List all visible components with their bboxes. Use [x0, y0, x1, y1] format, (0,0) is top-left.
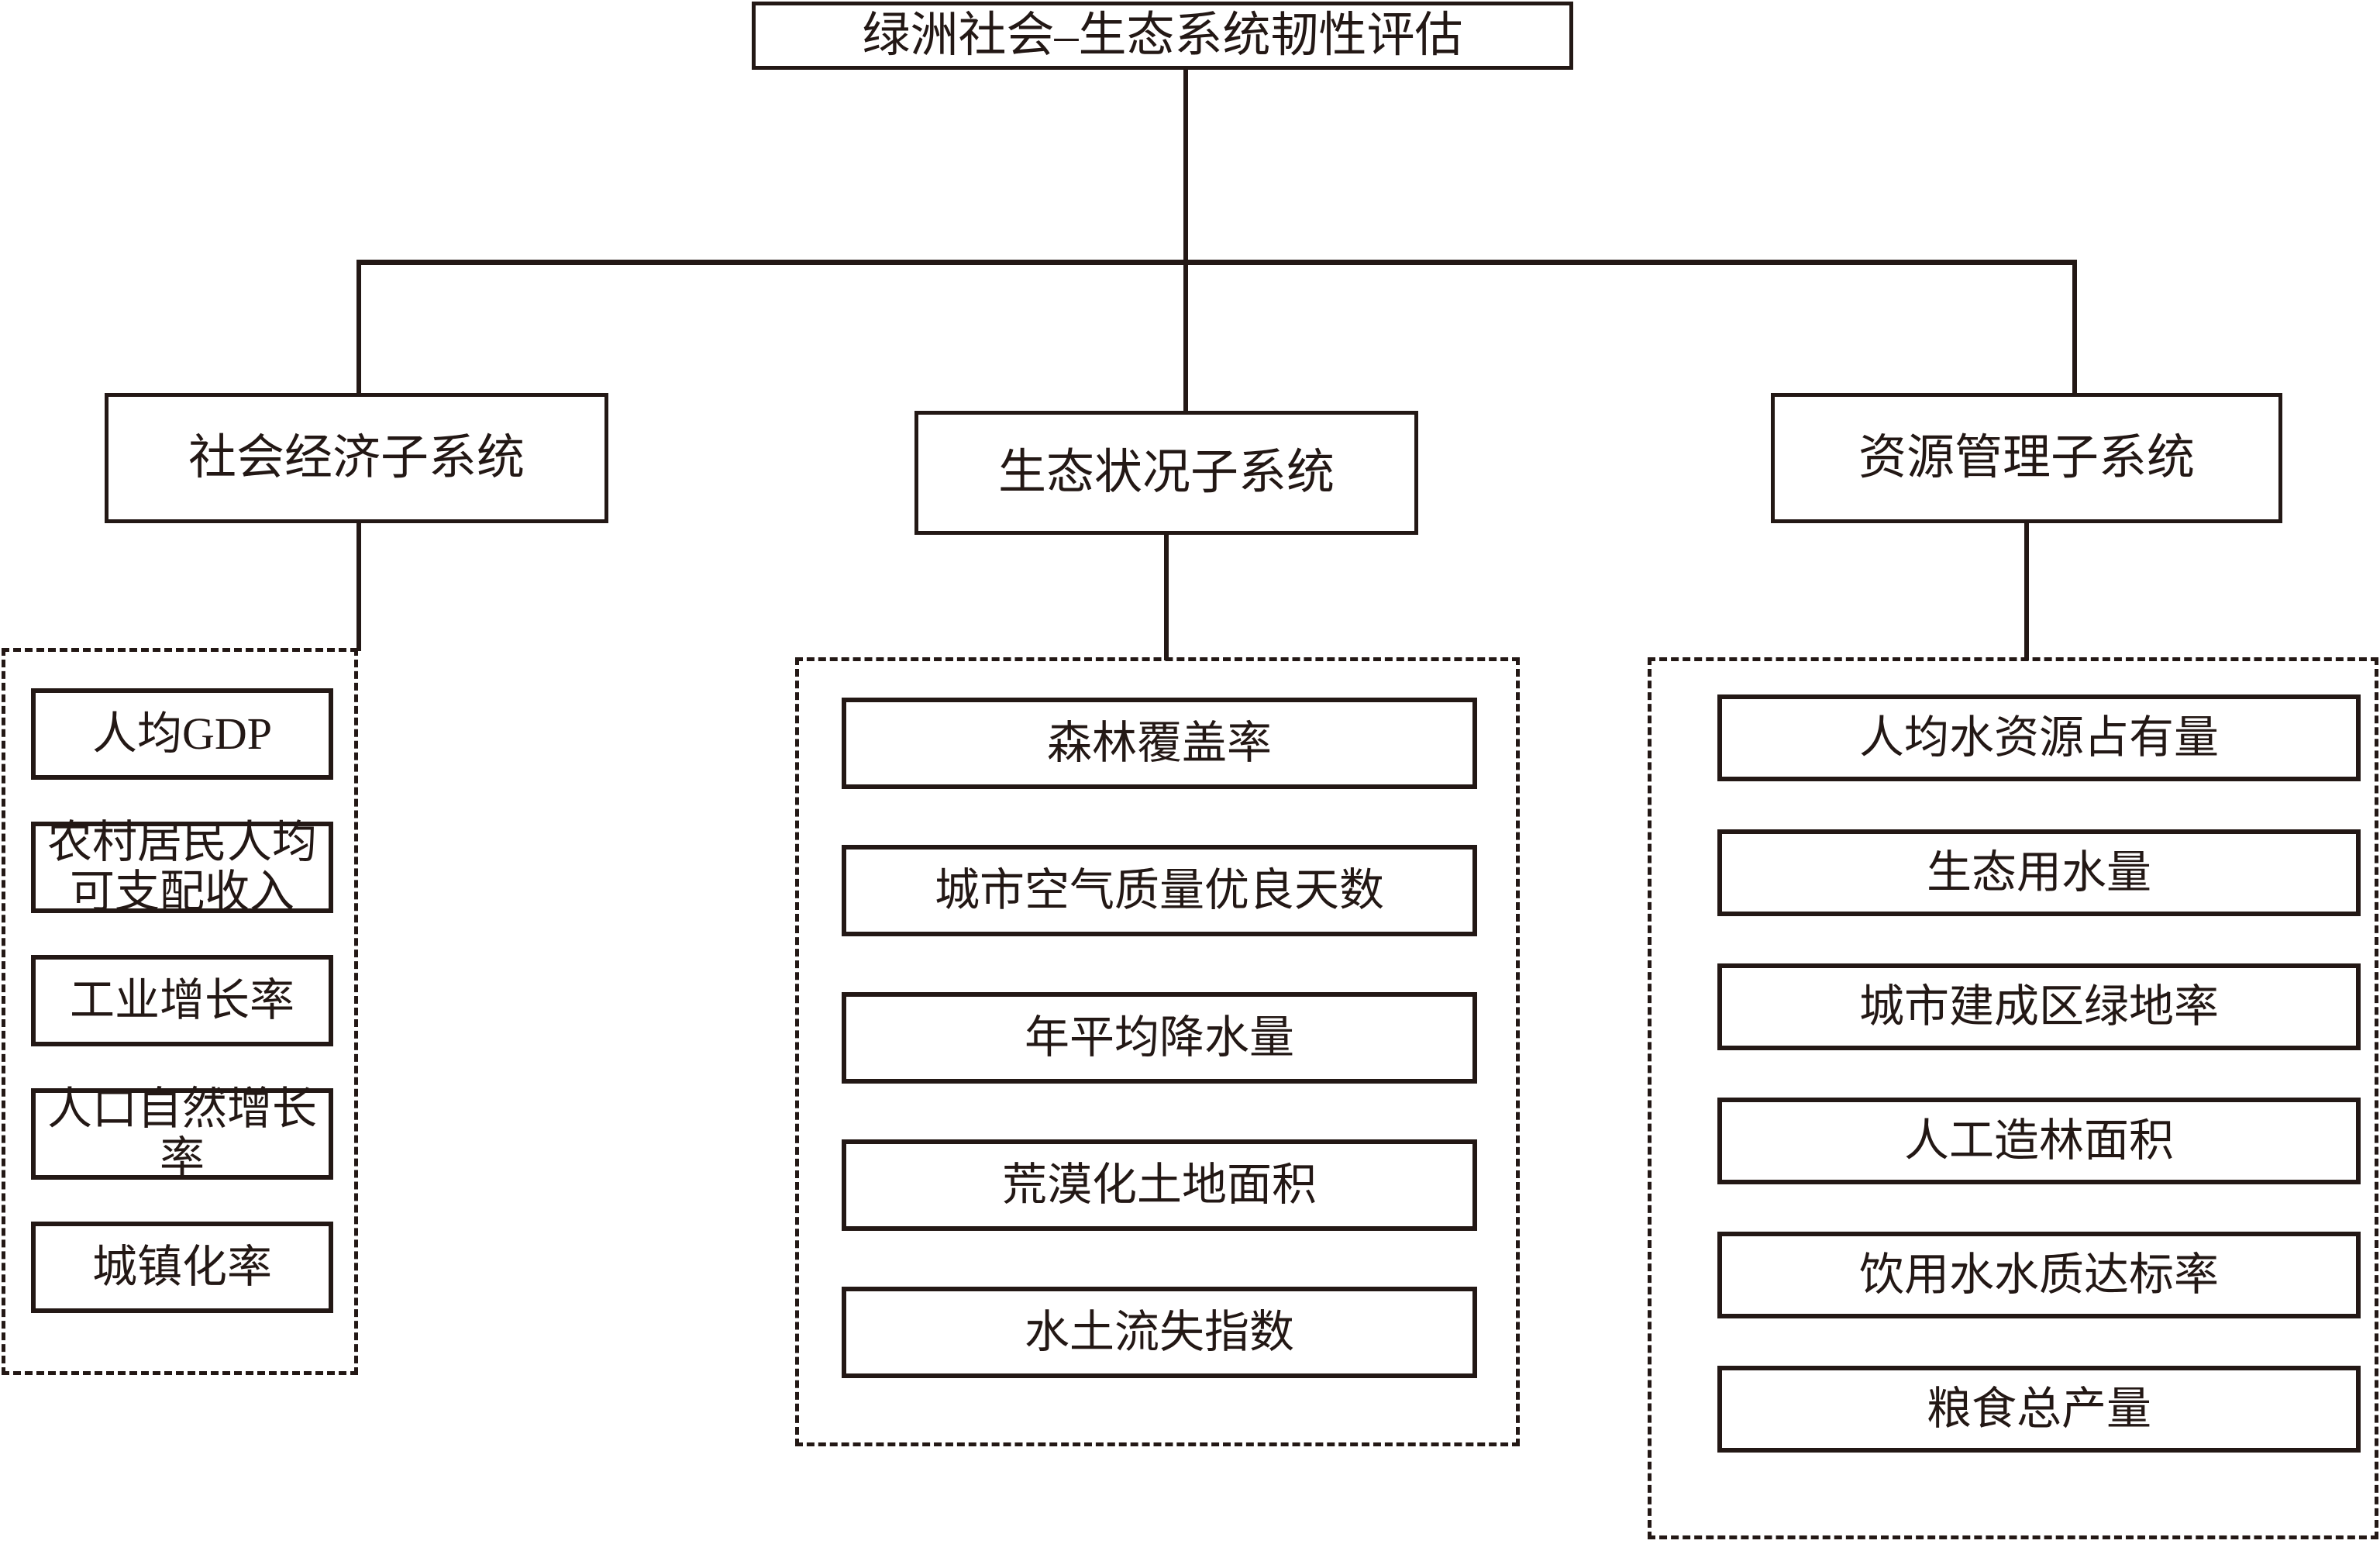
- indicator-box: 水土流失指数: [842, 1287, 1477, 1378]
- subsystem-node-resource-management: 资源管理子系统: [1771, 393, 2282, 523]
- indicator-box: 农村居民人均可支配收入: [31, 818, 333, 916]
- indicator-box: 城市空气质量优良天数: [842, 845, 1477, 936]
- indicator-box: 粮食总产量: [1717, 1366, 2361, 1453]
- connector-drop-middle: [1183, 260, 1188, 415]
- indicator-box: 年平均降水量: [842, 992, 1477, 1084]
- connector-drop-right: [2072, 260, 2077, 393]
- indicator-box: 工业增长率: [31, 955, 333, 1046]
- connector-drop-left: [356, 260, 361, 393]
- indicator-box: 饮用水水质达标率: [1717, 1232, 2361, 1318]
- indicator-label: 城市建成区绿地率: [1858, 981, 2219, 1032]
- connector-root-stem: [1183, 68, 1188, 262]
- indicator-label: 粮食总产量: [1926, 1384, 2151, 1435]
- indicator-box: 森林覆盖率: [842, 698, 1477, 789]
- indicator-group-resource-management: [1648, 657, 2378, 1539]
- indicator-box: 生态用水量: [1717, 829, 2361, 916]
- indicator-box: 人均水资源占有量: [1717, 694, 2361, 781]
- connector-stem-right-group: [2024, 523, 2029, 660]
- indicator-label: 荒漠化土地面积: [1001, 1160, 1317, 1211]
- indicator-label: 生态用水量: [1926, 847, 2151, 898]
- indicator-label: 人均GDP: [91, 708, 273, 760]
- root-node: 绿洲社会–生态系统韧性评估: [752, 2, 1573, 70]
- indicator-label: 工业增长率: [69, 975, 294, 1026]
- indicator-label: 农村居民人均可支配收入: [46, 817, 317, 917]
- subsystem-label: 资源管理子系统: [1858, 431, 2195, 484]
- root-node-label: 绿洲社会–生态系统韧性评估: [862, 9, 1463, 62]
- connector-horizontal-bus: [356, 260, 2077, 265]
- indicator-label: 人口自然增长率: [46, 1084, 317, 1184]
- subsystem-label: 生态状况子系统: [997, 446, 1335, 499]
- indicator-label: 饮用水水质达标率: [1858, 1249, 2219, 1301]
- indicator-label: 城市空气质量优良天数: [934, 865, 1384, 916]
- indicator-group-social-economic: [2, 648, 358, 1375]
- indicator-group-ecological: [795, 657, 1520, 1446]
- indicator-label: 人工造林面积: [1903, 1115, 2174, 1167]
- subsystem-label: 社会经济子系统: [188, 431, 525, 484]
- indicator-box: 荒漠化土地面积: [842, 1139, 1477, 1231]
- indicator-box: 人口自然增长率: [31, 1084, 333, 1183]
- indicator-box: 城镇化率: [31, 1222, 333, 1313]
- subsystem-node-ecological: 生态状况子系统: [914, 411, 1418, 535]
- indicator-box: 城市建成区绿地率: [1717, 963, 2361, 1050]
- indicator-box: 人工造林面积: [1717, 1098, 2361, 1184]
- indicator-label: 人均水资源占有量: [1858, 712, 2219, 763]
- indicator-label: 城镇化率: [91, 1242, 272, 1293]
- subsystem-node-social-economic: 社会经济子系统: [105, 393, 608, 523]
- indicator-label: 森林覆盖率: [1046, 718, 1272, 769]
- connector-stem-middle-group: [1164, 535, 1169, 660]
- indicator-label: 水土流失指数: [1024, 1307, 1294, 1358]
- indicator-box: 人均GDP: [31, 688, 333, 780]
- connector-stem-left-group: [356, 523, 361, 651]
- indicator-label: 年平均降水量: [1024, 1012, 1294, 1063]
